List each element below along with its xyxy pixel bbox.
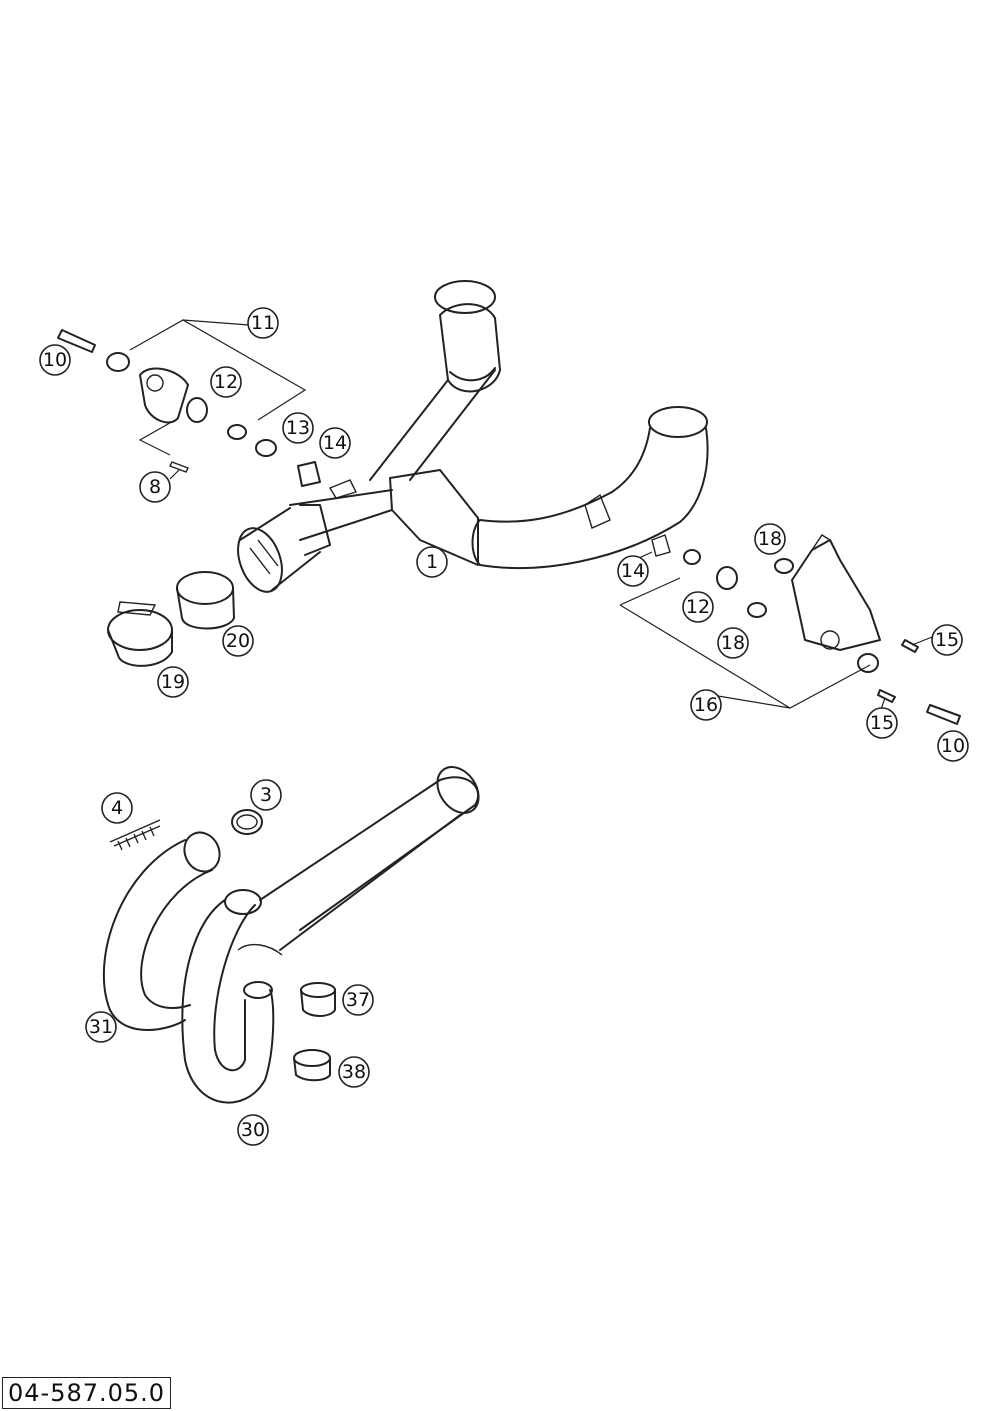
svg-text:20: 20 — [226, 630, 250, 652]
callout-12-left: 12 — [210, 366, 242, 398]
callout-13: 13 — [282, 412, 314, 444]
callout-20: 20 — [222, 625, 254, 657]
callout-38: 38 — [338, 1056, 370, 1088]
callout-11: 11 — [247, 307, 279, 339]
svg-text:31: 31 — [89, 1016, 113, 1038]
svg-text:14: 14 — [323, 432, 347, 454]
drawing-number: 04-587.05.0 — [2, 1377, 172, 1409]
callout-15-upper: 15 — [931, 624, 963, 656]
svg-text:10: 10 — [941, 735, 965, 757]
callout-8: 8 — [139, 471, 171, 503]
svg-text:37: 37 — [346, 989, 370, 1011]
svg-text:30: 30 — [241, 1119, 265, 1141]
callout-30: 30 — [237, 1114, 269, 1146]
right-mount-hardware — [619, 534, 961, 725]
callout-10-right: 10 — [937, 730, 969, 762]
callout-4: 4 — [101, 792, 133, 824]
callout-19: 19 — [157, 666, 189, 698]
callout-15-lower: 15 — [866, 707, 898, 739]
svg-text:18: 18 — [758, 528, 782, 550]
clamp-and-sleeve — [107, 571, 235, 667]
svg-text:12: 12 — [686, 596, 710, 618]
callout-18-lower: 18 — [717, 627, 749, 659]
callout-16: 16 — [690, 689, 722, 721]
svg-text:11: 11 — [251, 312, 275, 334]
callout-14-right: 14 — [617, 555, 649, 587]
svg-text:12: 12 — [214, 371, 238, 393]
svg-text:16: 16 — [694, 694, 718, 716]
callout-31: 31 — [85, 1011, 117, 1043]
svg-text:38: 38 — [342, 1061, 366, 1083]
svg-text:10: 10 — [43, 349, 67, 371]
muffler-assembly — [237, 280, 709, 593]
svg-text:13: 13 — [286, 417, 310, 439]
callout-10-left: 10 — [39, 344, 71, 376]
svg-text:19: 19 — [161, 671, 185, 693]
callout-1: 1 — [416, 546, 448, 578]
header-pipes — [102, 766, 480, 1104]
callout-37: 37 — [342, 984, 374, 1016]
callout-18-upper: 18 — [754, 523, 786, 555]
callout-3: 3 — [250, 779, 282, 811]
svg-text:4: 4 — [111, 797, 123, 819]
callout-14-left: 14 — [319, 427, 351, 459]
svg-text:15: 15 — [935, 629, 959, 651]
svg-text:14: 14 — [621, 560, 645, 582]
svg-text:15: 15 — [870, 712, 894, 734]
left-mount-hardware — [57, 319, 321, 487]
svg-text:3: 3 — [260, 784, 272, 806]
svg-text:8: 8 — [149, 476, 161, 498]
svg-text:1: 1 — [426, 551, 438, 573]
callout-12-right: 12 — [682, 591, 714, 623]
svg-text:18: 18 — [721, 632, 745, 654]
